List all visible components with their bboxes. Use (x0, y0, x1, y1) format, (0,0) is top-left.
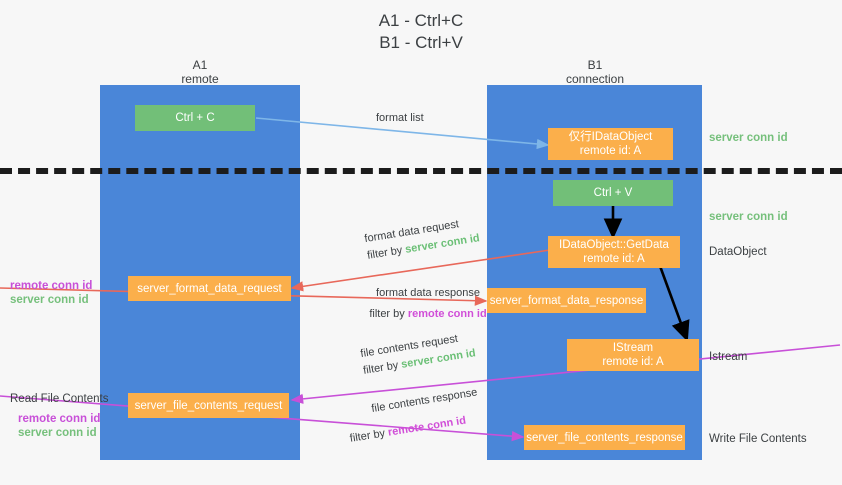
flow-label-file-contents-request: file contents request filter by server c… (359, 328, 477, 379)
server-format-data-request-node[interactable]: server_format_data_request (128, 276, 291, 301)
flow-label-format-data-request: format data request filter by server con… (363, 213, 481, 264)
right-label-write-file: Write File Contents (709, 433, 807, 445)
idataobject-node[interactable]: 仅行IDataObject remote id: A (548, 128, 673, 160)
server-file-contents-request-node[interactable]: server_file_contents_request (128, 393, 289, 418)
right-label-server-conn-id-1: server conn id (709, 132, 788, 144)
left-label-read-file-contents: Read File Contents (10, 393, 109, 405)
right-label-dataobject: DataObject (709, 246, 767, 258)
column-heading-a1: A1 remote (181, 58, 219, 86)
filter-key-remote-conn-id: remote conn id (387, 414, 467, 439)
column-heading-b1: B1 connection (565, 58, 625, 86)
server-format-data-response-node[interactable]: server_format_data_response (487, 288, 646, 313)
server-file-contents-response-node[interactable]: server_file_contents_response (524, 425, 685, 450)
flow-label-format-data-response-line1: format data response (376, 287, 480, 299)
right-label-istream: Istream (709, 351, 748, 363)
diagram-title: A1 - Ctrl+C B1 - Ctrl+V (378, 11, 464, 52)
left-label-remote-conn-id-2: remote conn id (18, 413, 101, 425)
divider-dashed-line (0, 168, 842, 174)
ctrl-v-node[interactable]: Ctrl + V (553, 180, 673, 206)
left-label-server-conn-id-1: server conn id (10, 294, 89, 306)
filter-prefix: filter by (349, 426, 389, 445)
flow-label-format-data-response-line2: filter by remote conn id (338, 306, 518, 323)
left-label-remote-conn-id-1: remote conn id (10, 280, 93, 292)
flow-label-format-data-response: format data response filter by remote co… (338, 285, 518, 323)
right-label-server-conn-id-2: server conn id (709, 211, 788, 223)
flow-label-format-list: format list (376, 110, 424, 127)
istream-node[interactable]: IStream remote id: A (567, 339, 699, 371)
flow-label-format-list-text: format list (376, 112, 424, 124)
flow-label-file-contents-response: file contents response filter by remote … (345, 384, 483, 447)
getdata-node[interactable]: IDataObject::GetData remote id: A (548, 236, 680, 268)
ctrl-c-node[interactable]: Ctrl + C (135, 105, 255, 131)
filter-prefix: filter by (366, 243, 407, 262)
filter-prefix: filter by (369, 308, 408, 320)
flow-label-file-contents-response-line2: filter by remote conn id (349, 410, 483, 448)
left-label-server-conn-id-2: server conn id (18, 427, 97, 439)
filter-key-remote-conn-id: remote conn id (407, 308, 487, 320)
filter-prefix: filter by (362, 358, 403, 377)
